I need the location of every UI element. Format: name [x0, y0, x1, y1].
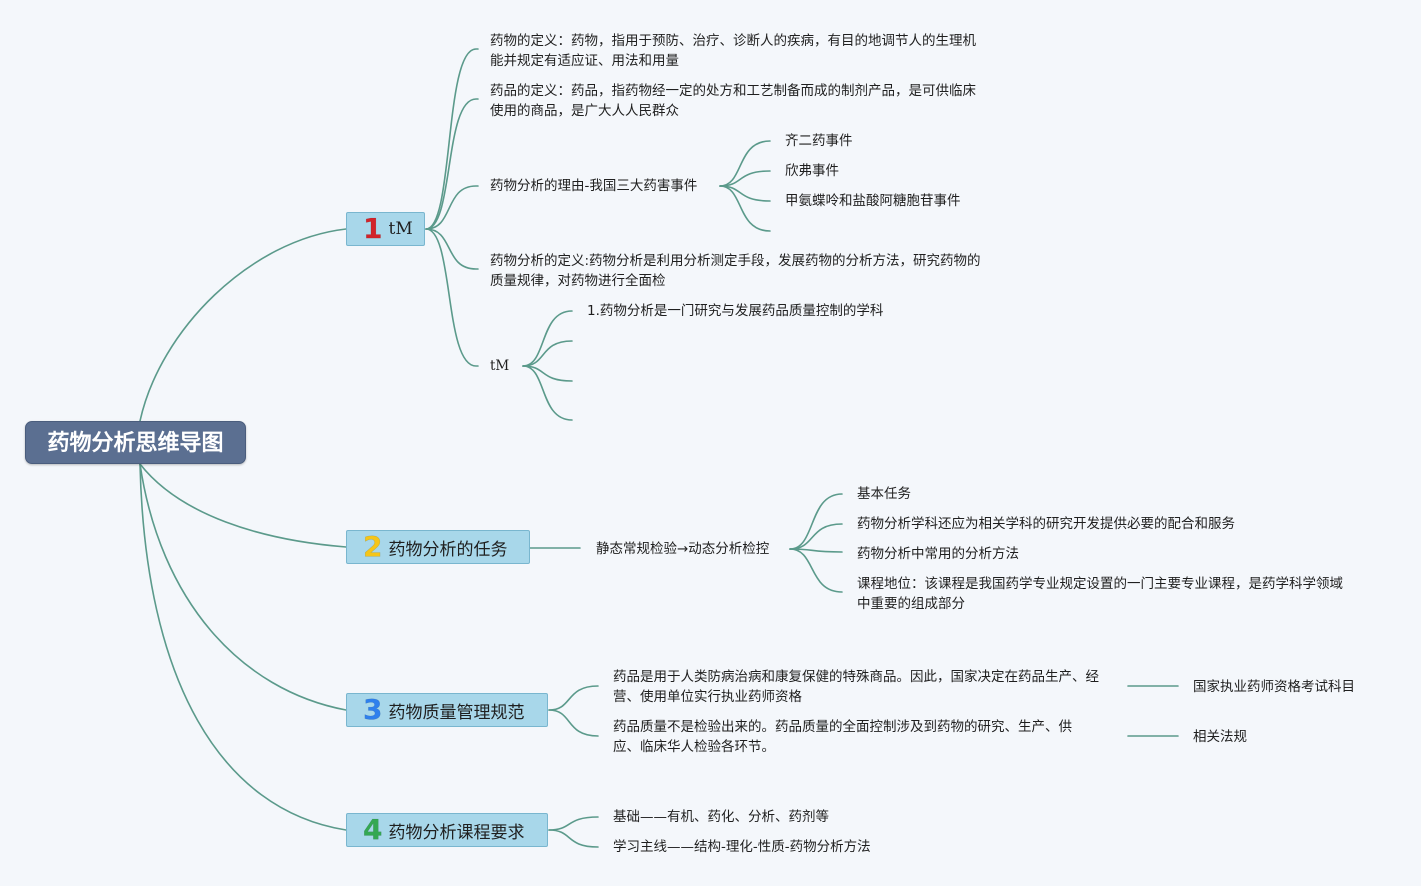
- node-support-service[interactable]: 药物分析学科还应为相关学科的研究开发提供必要的配合和服务: [857, 516, 1235, 532]
- branch-2-node[interactable]: 2 药物分析的任务: [346, 530, 530, 564]
- node-tm-sub[interactable]: tM: [490, 358, 510, 374]
- link-root-branch-1: [139, 228, 347, 422]
- link-branch4-child-1: [548, 816, 599, 831]
- branch-number: 2: [363, 530, 383, 564]
- node-course-status[interactable]: 课程地位：该课程是我国药学专业规定设置的一门主要专业课程，是药学科学领域中重要的…: [857, 576, 1343, 612]
- node-basic-task[interactable]: 基本任务: [857, 486, 911, 502]
- node-tm-child-1[interactable]: 1.药物分析是一门研究与发展药品质量控制的学科: [587, 303, 884, 319]
- node-exam-subjects[interactable]: 国家执业药师资格考试科目: [1193, 679, 1355, 695]
- link-branch1-child-3: [425, 185, 479, 230]
- link-branch3-child-2: [548, 709, 599, 737]
- link-branch3-child-1: [548, 685, 599, 711]
- link-root-branch-3: [139, 463, 347, 711]
- branch-4-node[interactable]: 4 药物分析课程要求: [346, 813, 548, 847]
- link-branch4-child-2: [548, 829, 599, 848]
- link-root-branch-4: [139, 463, 347, 831]
- branch-3-node[interactable]: 3 药物质量管理规范: [346, 693, 548, 727]
- branch-number: 3: [363, 693, 383, 727]
- link-tm-child-1: [522, 310, 573, 367]
- link-tm-child-2: [522, 340, 573, 367]
- link-task-3: [789, 548, 843, 553]
- link-incident-1: [719, 140, 771, 187]
- node-incident-3[interactable]: 甲氨蝶呤和盐酸阿糖胞苷事件: [785, 193, 961, 209]
- node-static-to-dynamic[interactable]: 静态常规检验→动态分析检控: [596, 541, 770, 557]
- node-foundation[interactable]: 基础——有机、药化、分析、药剂等: [613, 809, 829, 825]
- branch-label: 药物分析课程要求: [388, 822, 525, 843]
- node-special-commodity[interactable]: 药品是用于人类防病治病和康复保健的特殊商品。因此，国家决定在药品生产、经营、使用…: [613, 669, 1099, 705]
- branch-label: 药物质量管理规范: [388, 702, 525, 723]
- node-medicine-definition[interactable]: 药品的定义：药品，指药物经一定的处方和工艺制备而成的制剂产品，是可供临床使用的商…: [490, 83, 976, 119]
- node-quality-control[interactable]: 药品质量不是检验出来的。药品质量的全面控制涉及到药物的研究、生产、供应、临床华人…: [613, 719, 1072, 755]
- link-branch1-child-4: [425, 228, 479, 270]
- link-tm-child-4: [522, 365, 573, 421]
- link-branch1-child-5: [425, 228, 479, 367]
- node-incident-2[interactable]: 欣弗事件: [785, 163, 839, 179]
- node-drug-definition[interactable]: 药物的定义：药物，指用于预防、治疗、诊断人的疾病，有目的地调节人的生理机能并规定…: [490, 33, 976, 69]
- node-incident-1[interactable]: 齐二药事件: [785, 133, 853, 149]
- link-branch1-child-1: [425, 48, 479, 230]
- link-task-4: [789, 548, 843, 593]
- node-analysis-definition[interactable]: 药物分析的定义:药物分析是利用分析测定手段，发展药物的分析方法，研究药物的质量规…: [490, 253, 981, 289]
- branch-label: tM: [388, 219, 413, 239]
- root-node[interactable]: 药物分析思维导图: [25, 421, 246, 464]
- link-task-1: [789, 493, 843, 550]
- branch-1-node[interactable]: 1 tM: [346, 212, 425, 246]
- node-common-methods[interactable]: 药物分析中常用的分析方法: [857, 546, 1019, 562]
- branch-label: 药物分析的任务: [388, 539, 508, 560]
- branch-number: 1: [363, 212, 383, 246]
- node-main-line[interactable]: 学习主线——结构-理化-性质-药物分析方法: [613, 839, 871, 855]
- link-incident-4: [719, 185, 771, 232]
- node-three-incidents[interactable]: 药物分析的理由-我国三大药害事件: [490, 178, 698, 194]
- branch-number: 4: [363, 813, 383, 847]
- link-root-branch-2: [139, 463, 347, 548]
- link-task-2: [789, 523, 843, 550]
- node-related-laws[interactable]: 相关法规: [1193, 729, 1247, 745]
- link-branch1-child-2: [425, 98, 479, 230]
